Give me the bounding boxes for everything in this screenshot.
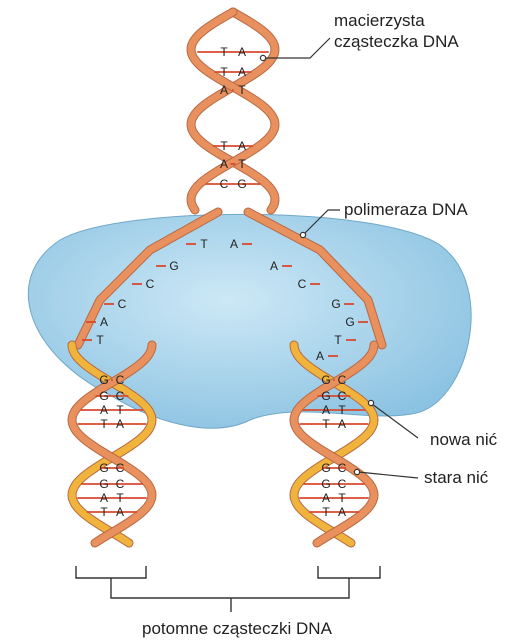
right-daughter-base: G xyxy=(321,389,330,403)
label-polymerase: polimeraza DNA xyxy=(344,200,468,219)
left-daughter-base: A xyxy=(116,505,124,519)
right-daughter-base: A xyxy=(322,403,330,417)
right-open-base: C xyxy=(298,277,307,291)
left-daughter-base: G xyxy=(99,477,108,491)
parent-base: T xyxy=(220,65,228,79)
right-open-base: A xyxy=(316,349,324,363)
left-daughter-base: T xyxy=(116,403,124,417)
left-daughter-base: C xyxy=(116,461,125,475)
right-daughter-base: C xyxy=(338,373,347,387)
right-daughter-base: T xyxy=(338,403,346,417)
daughter-brackets xyxy=(76,566,380,612)
right-open-base: G xyxy=(331,297,340,311)
left-open-base: T xyxy=(96,333,104,347)
parent-base: A xyxy=(220,83,228,97)
label-parent-dna-line2: cząsteczka DNA xyxy=(334,32,459,51)
left-open-base: C xyxy=(146,277,155,291)
left-daughter-base: G xyxy=(99,389,108,403)
left-open-base: A xyxy=(100,315,108,329)
left-daughter-base: C xyxy=(116,477,125,491)
parent-base: T xyxy=(220,45,228,59)
right-daughter-base: A xyxy=(322,491,330,505)
right-daughter-base: C xyxy=(338,477,347,491)
parent-base: A xyxy=(238,65,246,79)
right-daughter-base: G xyxy=(321,461,330,475)
right-open-base: G xyxy=(345,315,354,329)
right-daughter-base: A xyxy=(338,505,346,519)
right-daughter-base: G xyxy=(321,373,330,387)
parent-base: A xyxy=(238,45,246,59)
left-daughter-base: A xyxy=(116,417,124,431)
right-daughter-base: C xyxy=(338,461,347,475)
right-daughter-base: A xyxy=(338,417,346,431)
parent-base: A xyxy=(220,157,228,171)
left-open-base: G xyxy=(169,259,178,273)
right-daughter-base: T xyxy=(338,491,346,505)
left-daughter-base: G xyxy=(99,461,108,475)
parent-base: A xyxy=(238,139,246,153)
left-daughter-base: T xyxy=(100,505,108,519)
right-open-base: A xyxy=(230,237,238,251)
parent-base: T xyxy=(238,157,246,171)
left-daughter-base: C xyxy=(116,389,125,403)
left-daughter-base: C xyxy=(116,373,125,387)
left-open-base: T xyxy=(200,237,208,251)
left-daughter-base: G xyxy=(99,373,108,387)
left-daughter-base: T xyxy=(116,491,124,505)
left-daughter-base: A xyxy=(100,491,108,505)
right-open-base: A xyxy=(270,259,278,273)
label-new-strand: nowa nić xyxy=(430,430,498,449)
label-daughter-dna: potomne cząsteczki DNA xyxy=(142,619,333,638)
parent-base: T xyxy=(220,139,228,153)
parent-base: G xyxy=(237,177,246,191)
right-daughter-base: G xyxy=(321,477,330,491)
left-open-base: C xyxy=(118,297,127,311)
label-old-strand: stara nić xyxy=(424,468,489,487)
label-parent-dna-line1: macierzysta xyxy=(334,11,425,30)
parent-base: T xyxy=(238,83,246,97)
left-daughter-base: A xyxy=(100,403,108,417)
right-daughter-base: C xyxy=(338,389,347,403)
right-open-base: T xyxy=(334,333,342,347)
left-daughter-base: T xyxy=(100,417,108,431)
parent-base: C xyxy=(220,177,229,191)
right-daughter-base: T xyxy=(322,417,330,431)
right-daughter-base: T xyxy=(322,505,330,519)
